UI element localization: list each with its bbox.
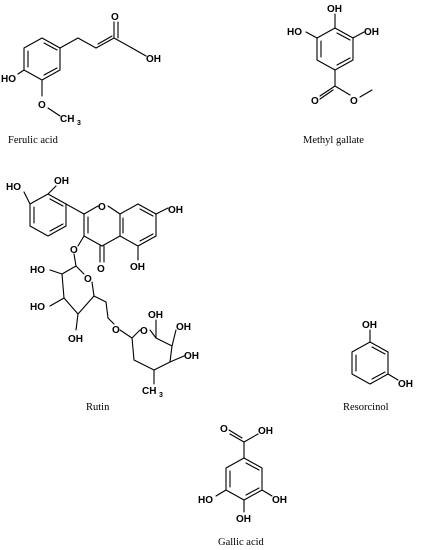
rutin-carbonyl-o-label: O (97, 264, 105, 275)
rutin-rhamnose-oh-top-label: OH (148, 310, 163, 321)
methyl-gallate-caption: Methyl gallate (303, 135, 364, 146)
resorcinol-top-oh-label: OH (362, 320, 377, 331)
rutin-caption: Rutin (86, 402, 110, 413)
ferulic-acid-structure (17, 21, 147, 117)
methyl-gallate-carbonyl-o-label: O (311, 96, 319, 107)
rutin-linker-o-label: O (112, 325, 120, 336)
rutin-b-ring-ho-label: HO (6, 182, 21, 193)
ferulic-oh-label: OH (146, 54, 161, 65)
gallic-right-oh-label: OH (272, 495, 287, 506)
rutin-glycosidic-o-label: O (70, 245, 78, 256)
rutin-glucose-oh-label: OH (68, 334, 83, 345)
ferulic-acid-caption: Ferulic acid (8, 135, 59, 146)
gallic-acid-oh-label: OH (258, 426, 273, 437)
methyl-gallate-ester-o-label: O (350, 96, 358, 107)
rutin-b-ring-oh-top-label: OH (54, 176, 69, 187)
gallic-left-ho-label: HO (198, 495, 213, 506)
rutin-rhamnose-oh-right-label: OH (176, 322, 191, 333)
methyl-gallate-left-ho-label: HO (287, 27, 302, 38)
rutin-structure (23, 185, 185, 385)
rutin-ring-o-label: O (98, 202, 106, 213)
resorcinol-caption: Resorcinol (343, 402, 389, 413)
methyl-gallate-top-oh-label: OH (327, 4, 342, 15)
rutin-glucose-ho-upper-label: HO (30, 265, 45, 276)
ferulic-methyl-subscript: 3 (77, 120, 81, 127)
methyl-gallate-right-oh-label: OH (364, 27, 379, 38)
resorcinol-right-oh-label: OH (398, 379, 413, 390)
rutin-glucose-ho-lower-label: HO (30, 302, 45, 313)
rutin-rhamnose-methyl-ch-label: CH (142, 386, 156, 397)
rutin-rhamnose-oh-lower-label: OH (184, 351, 199, 362)
gallic-acid-caption: Gallic acid (218, 537, 265, 548)
gallic-bottom-oh-label: OH (236, 514, 251, 525)
rutin-a-ring-oh-bottom-label: OH (130, 262, 145, 273)
rutin-rhamnose-ring-o-label: O (140, 326, 148, 337)
rutin-rhamnose-methyl-subscript: 3 (159, 392, 163, 399)
ferulic-ho-label: HO (1, 74, 16, 85)
ferulic-ether-o-label: O (38, 100, 46, 111)
rutin-a-ring-oh-label: OH (168, 205, 183, 216)
rutin-glucose-ring-o-label: O (84, 274, 92, 285)
resorcinol-structure (351, 329, 399, 385)
gallic-acid-structure (215, 429, 273, 513)
gallic-carbonyl-o-label: O (220, 424, 228, 435)
ferulic-carbonyl-o-label: O (111, 12, 119, 23)
ferulic-methyl-ch-label: CH (60, 114, 74, 125)
methyl-gallate-structure (305, 13, 373, 100)
